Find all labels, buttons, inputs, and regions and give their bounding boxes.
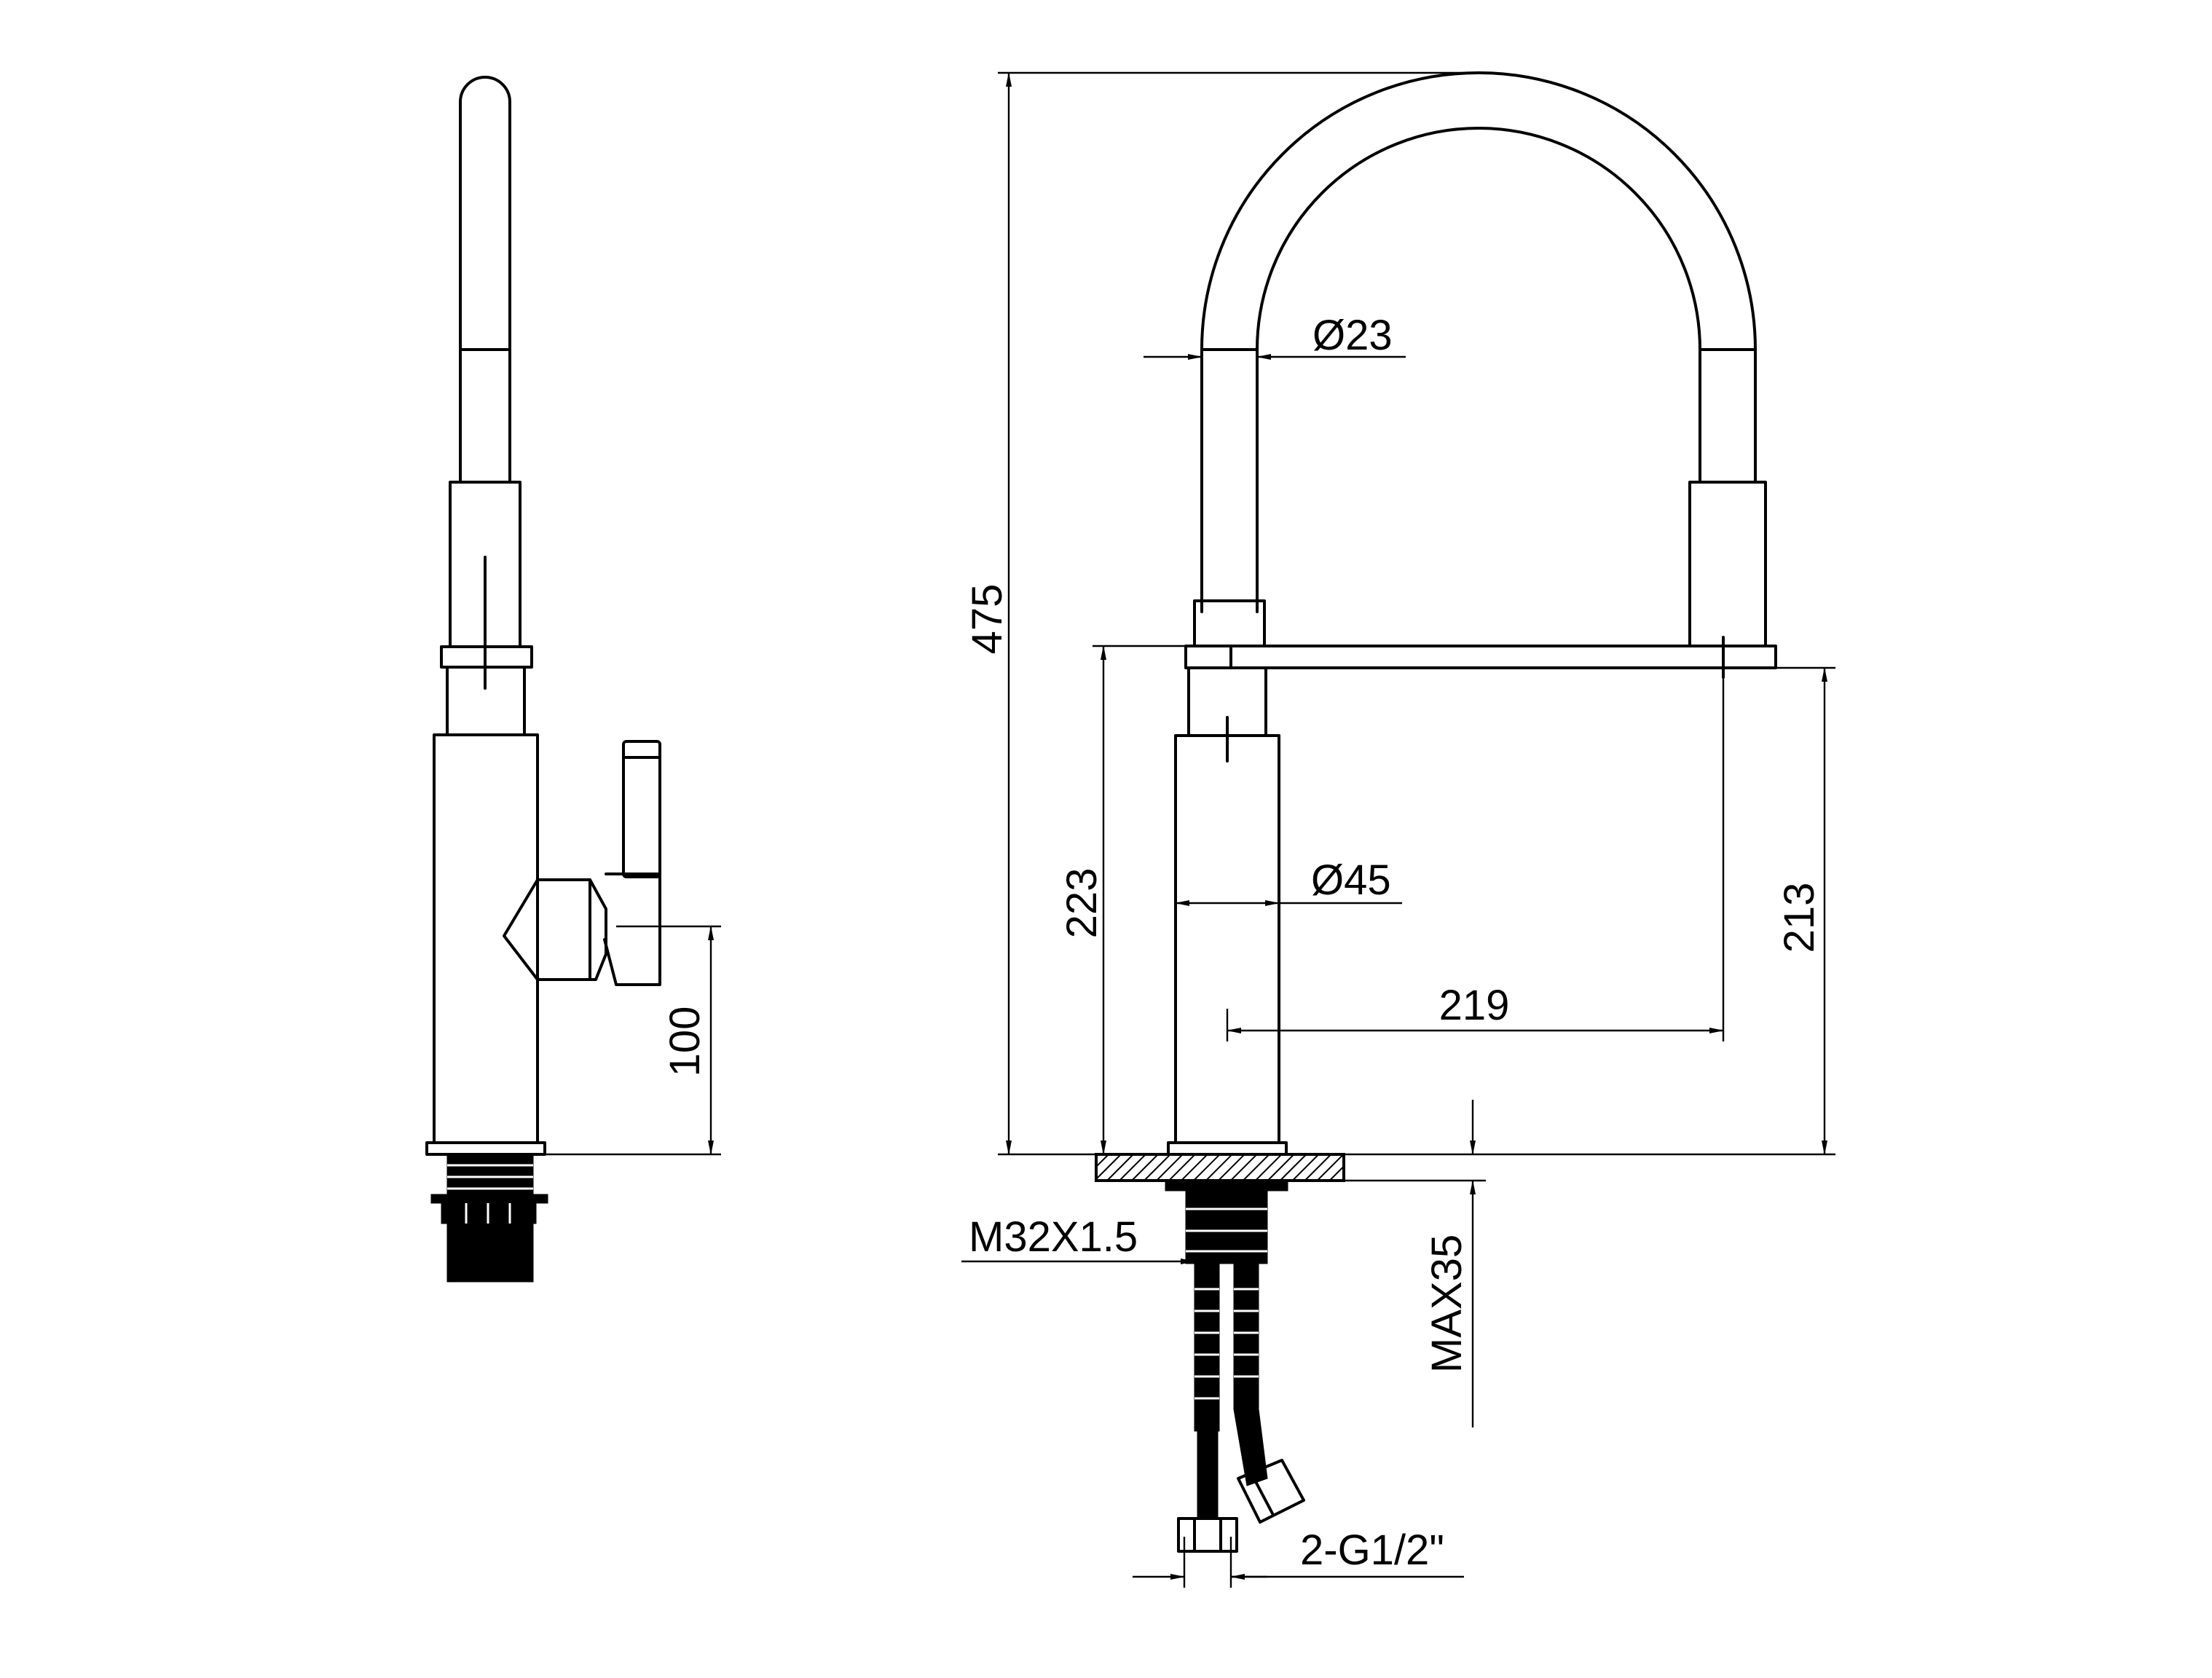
body-height-label: 223 (1058, 868, 1106, 939)
body-diameter-label: Ø45 (1311, 856, 1391, 904)
side-shank (446, 1223, 534, 1283)
countertop (1095, 1153, 1345, 1182)
supply-hoses (1177, 1263, 1305, 1553)
side-washer (430, 1194, 548, 1204)
reach-label: 219 (1439, 982, 1510, 1029)
front-thread (1185, 1190, 1268, 1264)
side-base-ring (425, 1141, 546, 1156)
front-body (1174, 734, 1280, 1144)
front-base-ring (1167, 1141, 1288, 1156)
spout-diameter-label: Ø23 (1312, 312, 1393, 359)
connectors-label: 2-G1/2" (1300, 1527, 1444, 1574)
spout-collar (1193, 599, 1266, 647)
side-spray-tube (459, 76, 511, 484)
spout-arch-inner (1256, 127, 1701, 613)
side-body (433, 733, 539, 1144)
side-handle-joint (503, 878, 607, 981)
support-bar (1184, 645, 1777, 669)
max-thickness-label: MAX35 (1423, 1234, 1471, 1373)
spray-head (1688, 481, 1767, 647)
spout-arch-outer (1200, 71, 1757, 613)
total-height-label: 475 (964, 584, 1011, 655)
thread-label: M32X1.5 (969, 1213, 1138, 1261)
side-handle-lever (622, 740, 661, 878)
side-handle-block (603, 873, 661, 986)
front-washer (1165, 1180, 1288, 1191)
handle-height-label: 100 (661, 1007, 709, 1077)
front-view: 475 223 213 219 Ø23 Ø45 MAX35 M32X1.5 (961, 71, 1835, 1588)
side-view: 100 (425, 76, 721, 1283)
spout-clearance-label: 213 (1776, 883, 1823, 953)
